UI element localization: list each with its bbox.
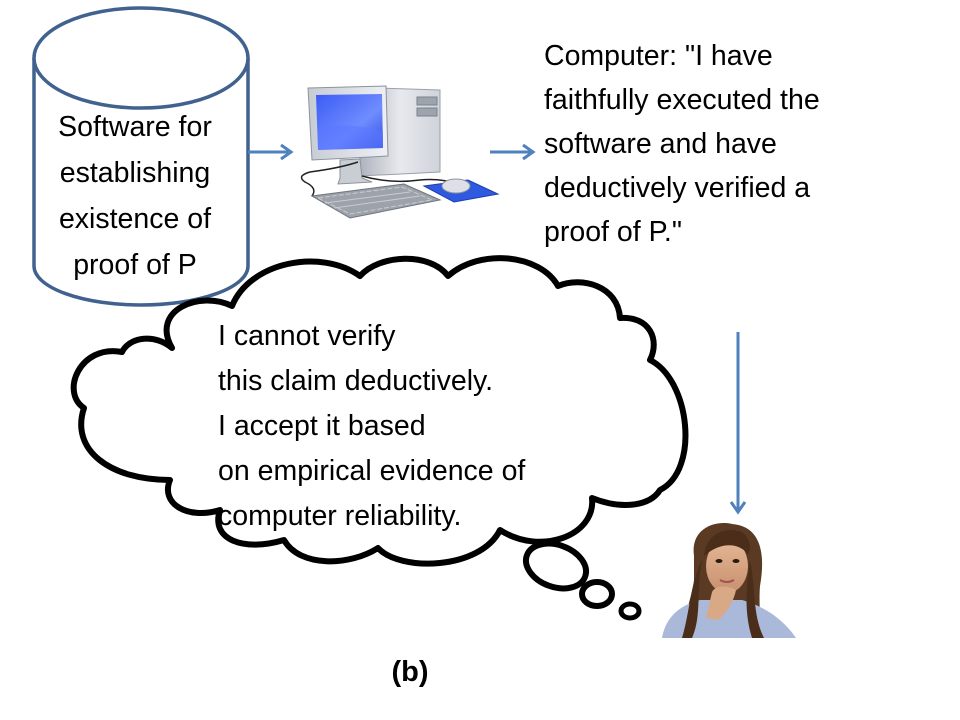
computer-claim-text: Computer: "I have faithfully executed th… xyxy=(544,34,944,254)
cylinder-line: Software for xyxy=(58,111,212,143)
thinking-person-icon xyxy=(662,523,796,638)
software-cylinder-label: Software for establishing existence of p… xyxy=(30,104,240,288)
thought-bubble-text: I cannot verify this claim deductively. … xyxy=(218,314,618,539)
thought-line: I accept it based xyxy=(218,410,426,442)
thought-line: I cannot verify xyxy=(218,320,396,352)
arrow-to-person-icon xyxy=(729,332,747,515)
desktop-computer-icon xyxy=(300,85,500,219)
thought-line: computer reliability. xyxy=(218,500,462,532)
cylinder-line: existence of xyxy=(58,203,212,235)
claim-line: software and have xyxy=(544,128,777,160)
arrow-to-claim-icon xyxy=(490,143,536,161)
thought-cloud-shape xyxy=(70,255,689,621)
software-cylinder-shape xyxy=(32,6,250,307)
figure-caption: (b) xyxy=(391,656,429,688)
thought-line: on empirical evidence of xyxy=(218,455,526,487)
thought-line: this claim deductively. xyxy=(218,365,494,397)
claim-line: proof of P." xyxy=(544,216,682,248)
claim-line: faithfully executed the xyxy=(544,84,820,116)
cylinder-line: establishing xyxy=(59,157,211,189)
claim-line: Computer: "I have xyxy=(544,40,773,72)
arrow-to-computer-icon xyxy=(248,143,294,161)
claim-line: deductively verified a xyxy=(544,172,811,204)
cylinder-line: proof of P xyxy=(73,249,197,281)
